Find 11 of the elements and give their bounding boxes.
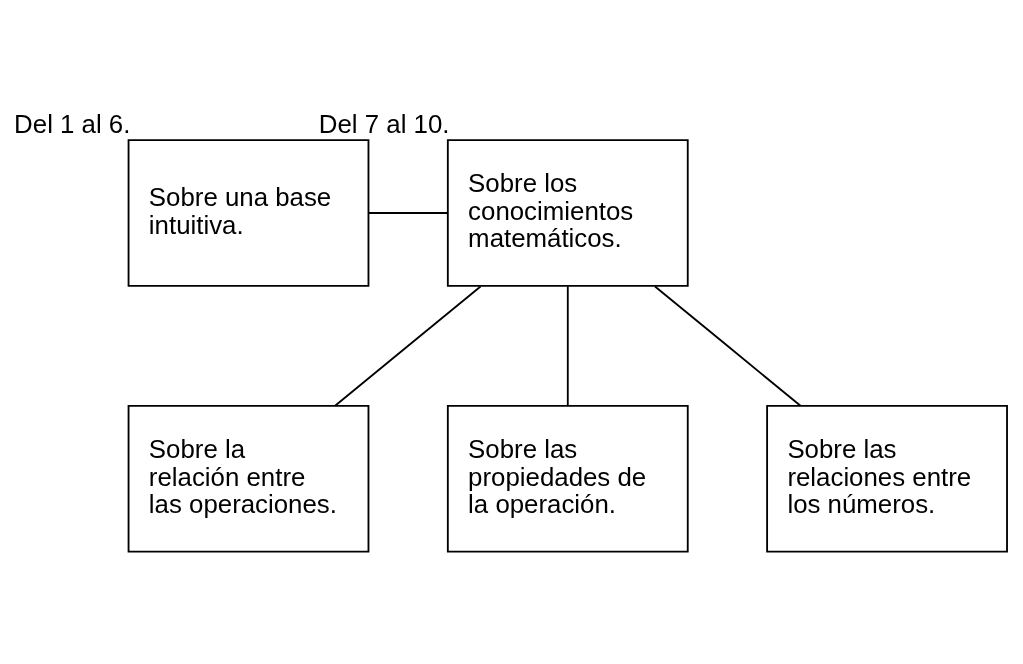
- node-label: Del 1 al 6.: [14, 110, 131, 139]
- connector: [367, 212, 449, 214]
- node-label: Del 7 al 10.: [318, 110, 450, 139]
- connector: [566, 285, 569, 407]
- node-box: Sobre una base intuitiva.: [127, 139, 370, 287]
- node-box: Sobre la relación entre las operaciones.: [127, 404, 370, 553]
- connector: [654, 285, 802, 407]
- node-box: Sobre las relaciones entre los números.: [766, 404, 1008, 553]
- connector: [334, 285, 482, 407]
- node-box: Sobre los conocimientos matemáticos.: [446, 139, 689, 287]
- node-box: Sobre las propiedades de la operación.: [446, 404, 689, 553]
